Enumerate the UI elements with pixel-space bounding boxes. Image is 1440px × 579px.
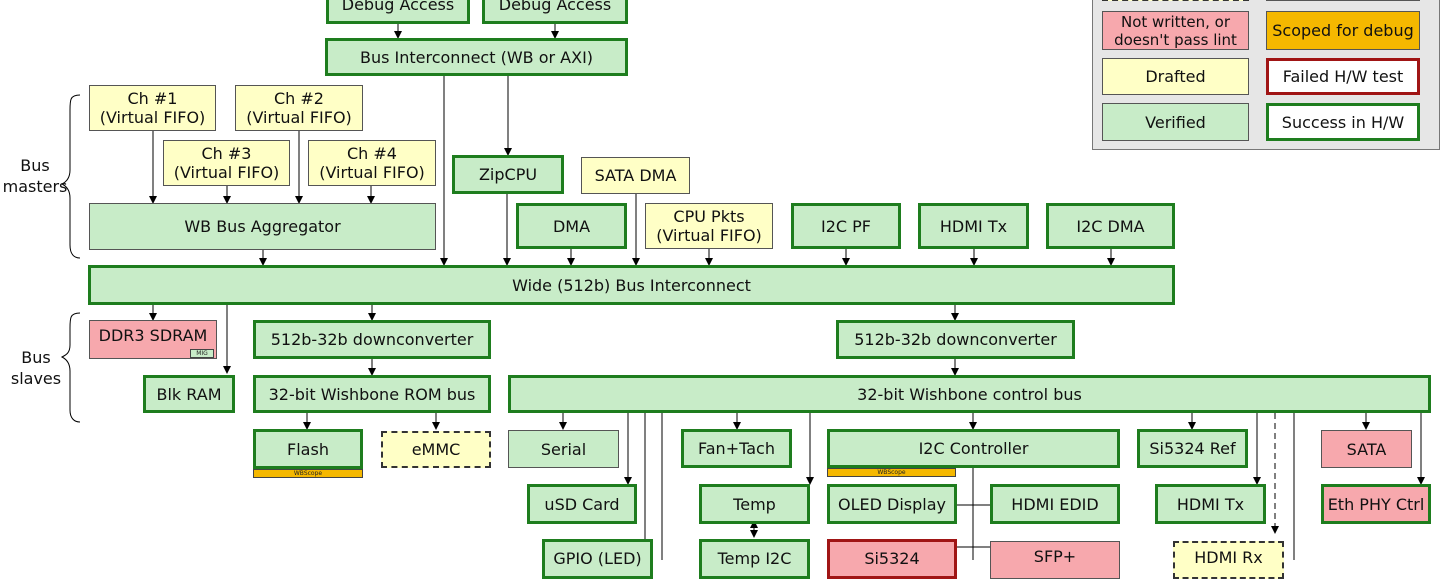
legend-failed-hw-test: Failed H/W test bbox=[1266, 58, 1420, 95]
legend-drafted: Drafted bbox=[1102, 58, 1249, 95]
legend-drafted-dashed-swatch bbox=[1102, 0, 1249, 1]
sata: SATA bbox=[1321, 430, 1412, 468]
oled-display: OLED Display bbox=[827, 484, 957, 524]
downconverter-control: 512b-32b downconverter bbox=[836, 320, 1075, 359]
wb-bus-aggregator: WB Bus Aggregator bbox=[89, 203, 436, 250]
channel-2-virtual-fifo: Ch #2 (Virtual FIFO) bbox=[235, 85, 363, 131]
block-ram: Blk RAM bbox=[143, 375, 235, 413]
hdmi-tx-master: HDMI Tx bbox=[918, 203, 1029, 249]
wide-512b-bus-interconnect: Wide (512b) Bus Interconnect bbox=[88, 265, 1175, 305]
debug-access-2: Debug Access bbox=[482, 0, 628, 24]
wishbone-control-bus: 32-bit Wishbone control bus bbox=[508, 375, 1431, 413]
legend-plain-swatch bbox=[1266, 0, 1420, 1]
i2c-dma: I2C DMA bbox=[1046, 203, 1175, 249]
temp-i2c: Temp I2C bbox=[699, 539, 810, 579]
si5324-ref: Si5324 Ref bbox=[1137, 429, 1248, 468]
bus-masters-label: Bus masters bbox=[2, 156, 68, 196]
hdmi-rx: HDMI Rx bbox=[1173, 541, 1284, 579]
usd-card: uSD Card bbox=[527, 484, 637, 524]
cpu-pkts-virtual-fifo: CPU Pkts (Virtual FIFO) bbox=[645, 203, 773, 249]
debug-access-1: Debug Access bbox=[326, 0, 470, 24]
hdmi-edid: HDMI EDID bbox=[990, 484, 1120, 524]
zipcpu: ZipCPU bbox=[452, 155, 564, 194]
sata-dma: SATA DMA bbox=[581, 157, 690, 194]
legend-verified: Verified bbox=[1102, 103, 1249, 141]
temp: Temp bbox=[699, 484, 810, 524]
channel-3-virtual-fifo: Ch #3 (Virtual FIFO) bbox=[163, 140, 290, 186]
hdmi-tx-slave: HDMI Tx bbox=[1155, 484, 1266, 524]
gpio-led: GPIO (LED) bbox=[542, 539, 653, 579]
flash: Flash bbox=[253, 429, 363, 469]
connector-lines bbox=[60, 24, 1425, 560]
wishbone-rom-bus: 32-bit Wishbone ROM bus bbox=[253, 375, 491, 413]
sfp-plus: SFP+ bbox=[990, 541, 1120, 579]
legend-panel: Not written, or doesn't pass lint Scoped… bbox=[1092, 0, 1440, 150]
downconverter-rom: 512b-32b downconverter bbox=[253, 320, 491, 359]
si5324: Si5324 bbox=[827, 539, 957, 579]
i2c-controller: I2C Controller bbox=[827, 429, 1120, 468]
fan-tach: Fan+Tach bbox=[681, 429, 792, 468]
eth-phy-ctrl: Eth PHY Ctrl bbox=[1321, 484, 1431, 524]
bus-interconnect-wb-axi: Bus Interconnect (WB or AXI) bbox=[325, 38, 628, 76]
legend-not-written: Not written, or doesn't pass lint bbox=[1102, 11, 1249, 50]
channel-4-virtual-fifo: Ch #4 (Virtual FIFO) bbox=[308, 140, 436, 186]
legend-scoped-for-debug: Scoped for debug bbox=[1266, 11, 1420, 50]
legend-success-in-hw: Success in H/W bbox=[1266, 103, 1420, 141]
i2c-pf: I2C PF bbox=[791, 203, 901, 249]
wbscope-i2c-tag: WBScope bbox=[827, 468, 956, 477]
dma: DMA bbox=[516, 203, 627, 249]
bus-slaves-label: Bus slaves bbox=[10, 348, 62, 388]
mig-tag: MIG bbox=[190, 349, 214, 358]
emmc: eMMC bbox=[381, 431, 491, 468]
serial: Serial bbox=[508, 430, 619, 468]
channel-1-virtual-fifo: Ch #1 (Virtual FIFO) bbox=[89, 85, 216, 131]
wbscope-flash-tag: WBScope bbox=[253, 469, 363, 478]
